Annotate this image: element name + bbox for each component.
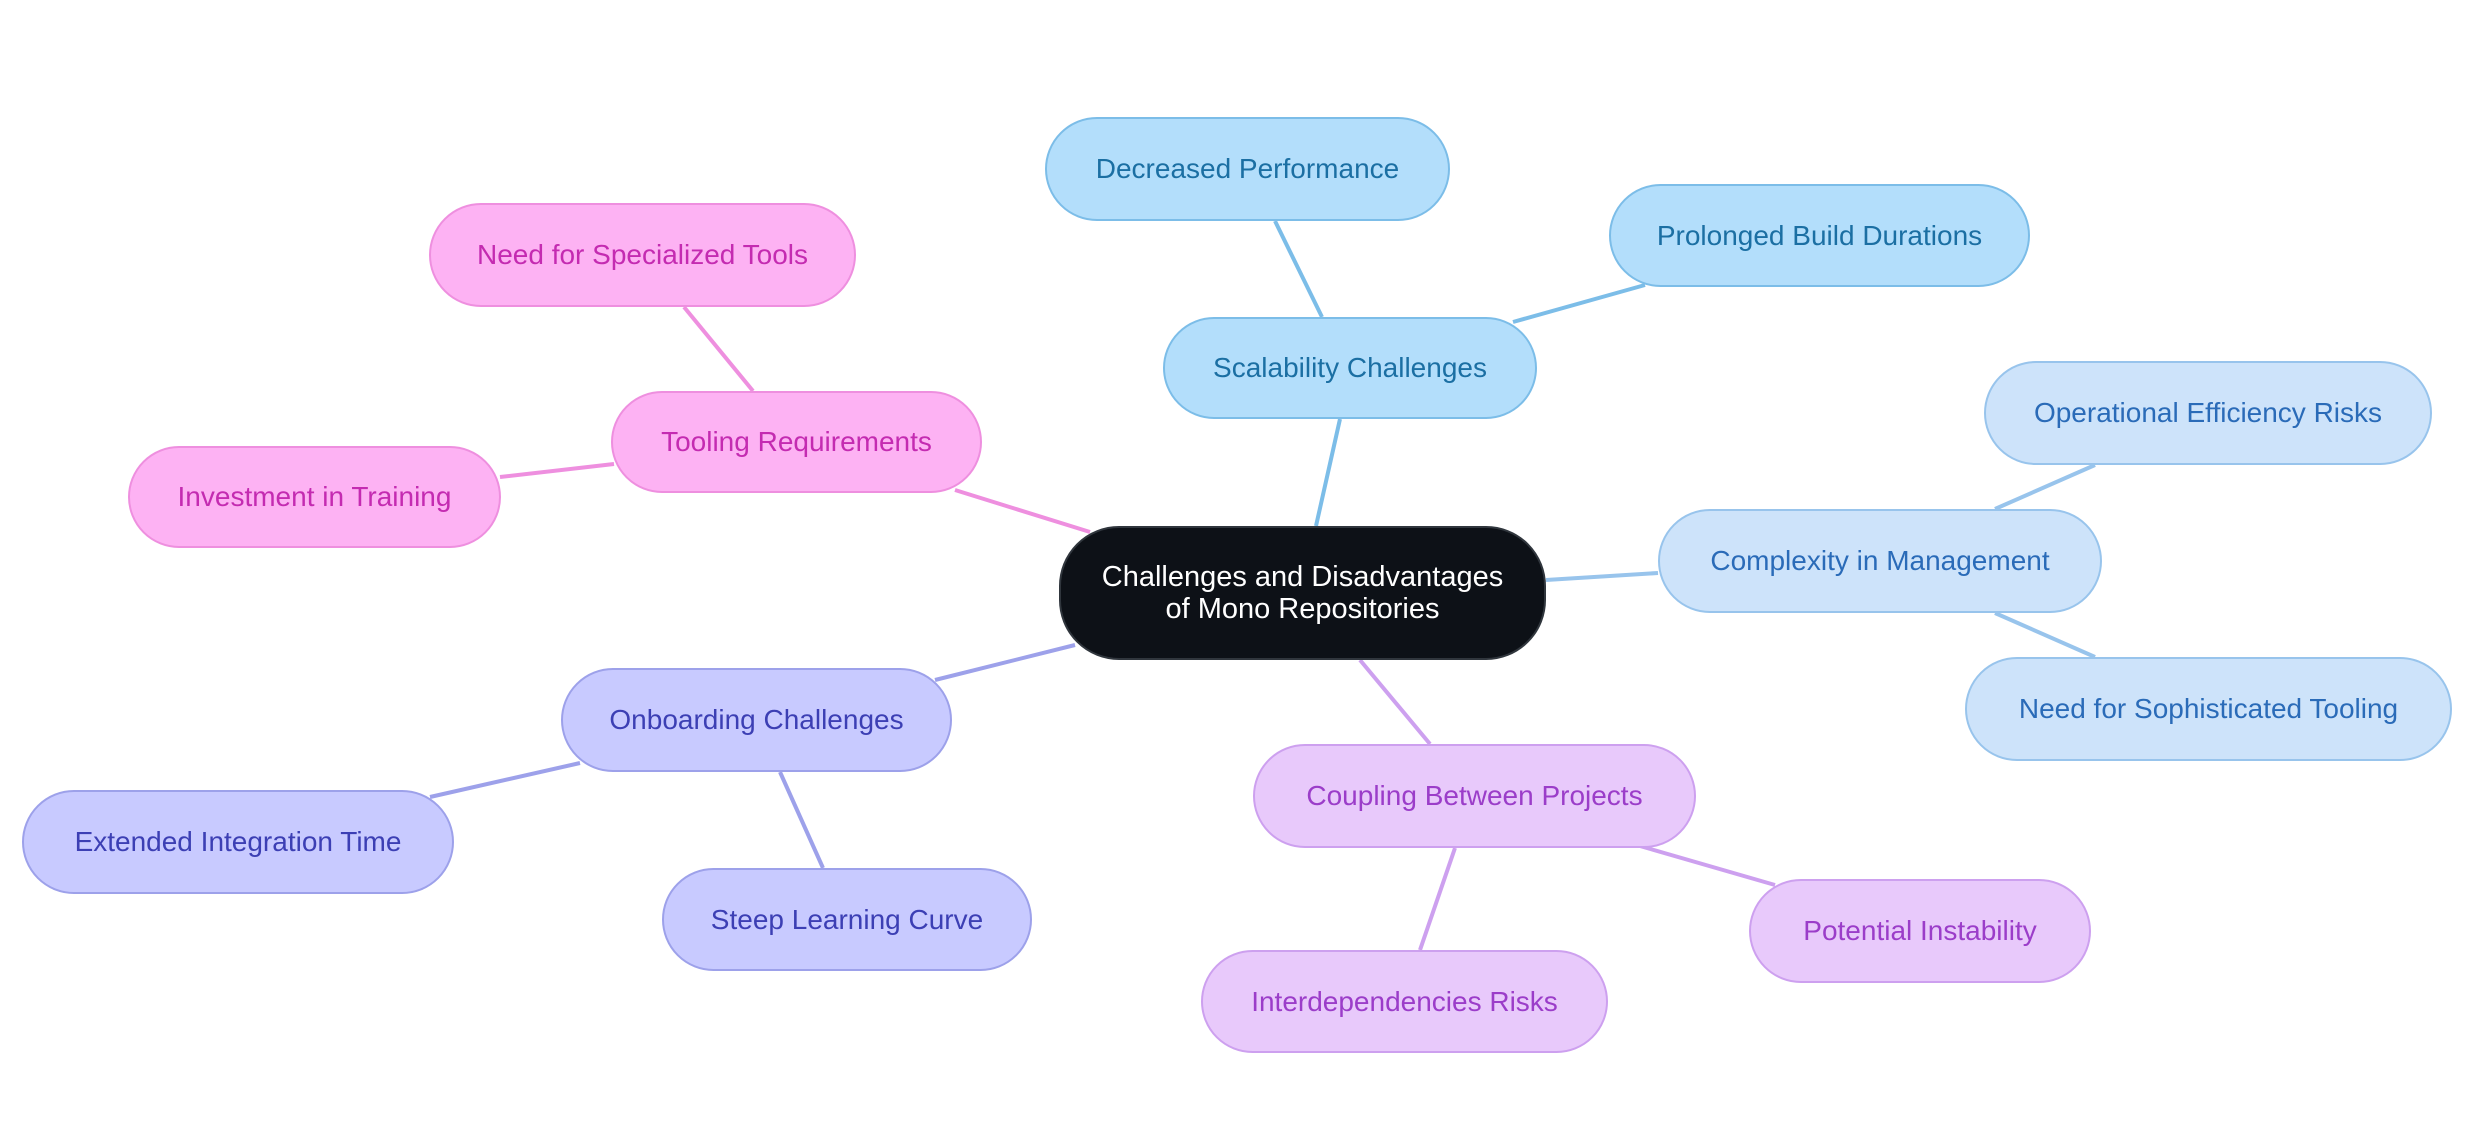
root-node-label-line1: Challenges and Disadvantages (1101, 561, 1504, 593)
node-label: Interdependencies Risks (1251, 985, 1558, 1017)
node-prolonged-build-durations[interactable]: Prolonged Build Durations (1609, 184, 2030, 287)
node-operational-efficiency-risks[interactable]: Operational Efficiency Risks (1984, 361, 2432, 465)
edge-tooling-specialized (682, 305, 755, 393)
node-label: Prolonged Build Durations (1656, 219, 1983, 251)
node-label: Coupling Between Projects (1306, 780, 1643, 811)
edge-root-tooling (954, 488, 1091, 534)
node-label: Decreased Performance (1095, 153, 1400, 184)
node-label: Extended Integration Time (74, 826, 402, 857)
node-label: Complexity in Management (1710, 545, 2050, 576)
edge-root-complexity (1545, 571, 1659, 582)
edge-root-coupling (1358, 658, 1432, 746)
node-interdependencies-risks[interactable]: Interdependencies Risks (1201, 950, 1608, 1053)
node-label: Operational Efficiency Risks (2033, 397, 2383, 428)
node-potential-instability[interactable]: Potential Instability (1749, 879, 2091, 983)
node-complexity-in-management[interactable]: Complexity in Management (1658, 509, 2102, 613)
edge-onboarding-steep (778, 771, 825, 869)
edge-scalability-prolonged (1512, 283, 1646, 324)
node-label: Investment in Training (177, 481, 452, 512)
node-need-for-sophisticated-tooling[interactable]: Need for Sophisticated Tooling (1965, 657, 2452, 761)
root-node[interactable]: Challenges and Disadvantages of Mono Rep… (1059, 526, 1546, 660)
node-label: Steep Learning Curve (710, 903, 984, 935)
edge-scalability-decreased (1273, 220, 1324, 318)
node-label: Scalability Challenges (1213, 352, 1487, 383)
edge-tooling-investment (499, 462, 615, 479)
node-label: Onboarding Challenges (609, 704, 904, 735)
node-investment-in-training[interactable]: Investment in Training (128, 446, 501, 548)
node-label: Need for Specialized Tools (476, 239, 808, 270)
edge-root-scalability (1314, 418, 1342, 527)
node-extended-integration-time[interactable]: Extended Integration Time (22, 790, 454, 894)
node-coupling-between-projects[interactable]: Coupling Between Projects (1253, 744, 1696, 848)
edge-complexity-operational (1994, 463, 2096, 511)
edge-coupling-instability (1639, 844, 1776, 887)
edge-complexity-sophisticated (1994, 611, 2096, 659)
root-node-label-line2: of Mono Repositories (1165, 593, 1440, 625)
node-scalability-challenges[interactable]: Scalability Challenges (1163, 317, 1537, 419)
edge-coupling-interdependencies (1418, 847, 1457, 951)
node-onboarding-challenges[interactable]: Onboarding Challenges (561, 668, 952, 772)
node-need-for-specialized-tools[interactable]: Need for Specialized Tools (429, 203, 856, 307)
node-label: Need for Sophisticated Tooling (2018, 693, 2399, 724)
node-label: Potential Instability (1803, 915, 2037, 946)
node-label: Tooling Requirements (661, 426, 932, 457)
edge-root-onboarding (934, 643, 1076, 682)
edge-onboarding-extended (429, 761, 581, 799)
node-decreased-performance[interactable]: Decreased Performance (1045, 117, 1450, 221)
node-steep-learning-curve[interactable]: Steep Learning Curve (662, 868, 1032, 971)
node-tooling-requirements[interactable]: Tooling Requirements (611, 391, 982, 493)
